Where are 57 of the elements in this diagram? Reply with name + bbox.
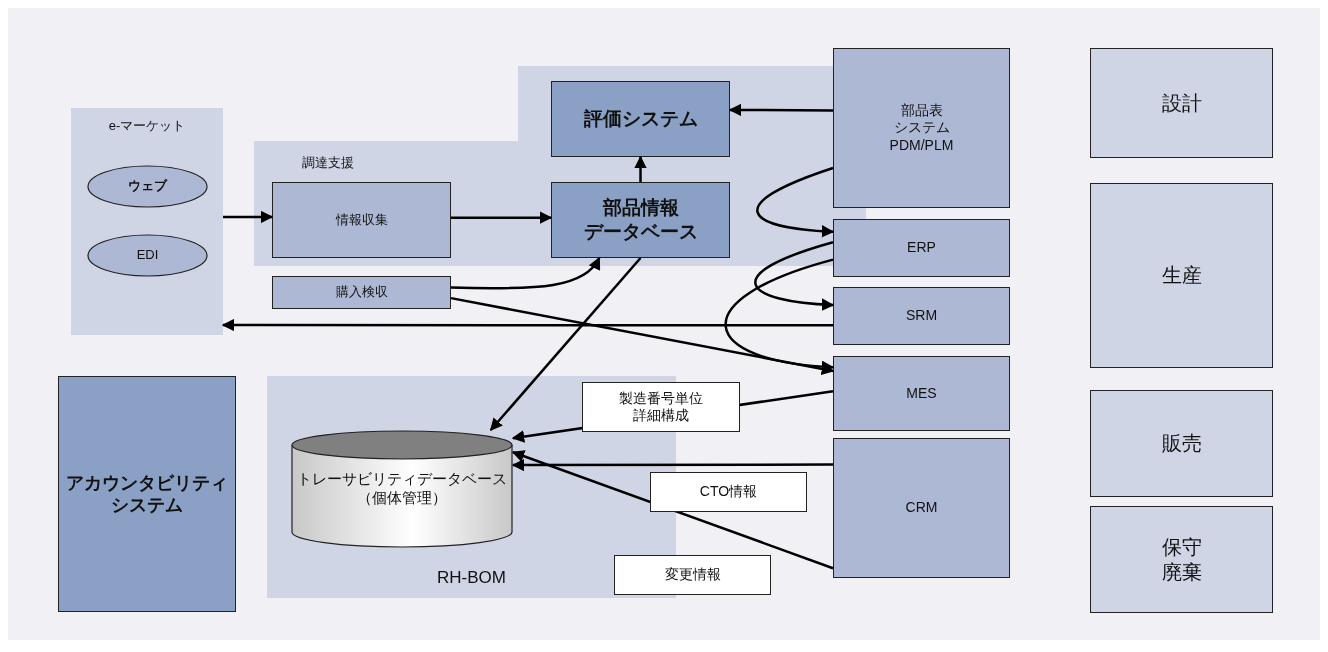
- node-label: データベース: [583, 220, 698, 244]
- node-label: EDI: [136, 247, 159, 264]
- node-label: CRM: [905, 499, 938, 517]
- process-box: [272, 182, 451, 258]
- node-label: 保守廃棄: [1160, 534, 1203, 585]
- arrow: [754, 241, 835, 311]
- arrow: [728, 103, 833, 117]
- node-label: SRM: [905, 307, 938, 325]
- node-label: PDM/PLM: [889, 136, 954, 155]
- system-box: [551, 182, 730, 258]
- process-box: [833, 356, 1010, 431]
- group-label: 調達支援: [302, 154, 354, 172]
- node-label: 設計: [1161, 90, 1202, 116]
- process-box: [833, 438, 1010, 578]
- arrow: [634, 155, 647, 182]
- process-box: [272, 276, 451, 309]
- database-cylinder: [291, 430, 513, 547]
- process-box: [833, 287, 1010, 345]
- system-box: [551, 81, 730, 157]
- node-label: 購入検収: [335, 284, 388, 301]
- node-label: 販売: [1161, 431, 1202, 456]
- node-label: 情報収集: [335, 211, 388, 229]
- node-label: MES: [906, 384, 937, 403]
- process-box: [833, 219, 1010, 277]
- ellipse-node: [87, 234, 208, 277]
- arrow: [450, 256, 601, 290]
- stage-box: [1090, 183, 1273, 368]
- node-label: ERP: [907, 239, 936, 257]
- arrow: [756, 166, 835, 238]
- arrow: [450, 296, 835, 376]
- arrow: [221, 318, 833, 332]
- arrow: [223, 210, 274, 224]
- arrow: [511, 458, 833, 472]
- node-label: トレーサビリティデータベース（個体管理）: [296, 470, 508, 507]
- group-panel: [254, 66, 866, 266]
- node-label: 生産: [1161, 263, 1202, 288]
- node-label: ウェブ: [128, 178, 167, 195]
- arrow: [489, 257, 642, 431]
- node-label: 評価システム: [583, 107, 698, 131]
- edge-label: 製造番号単位詳細構成: [582, 382, 740, 432]
- node-label: システム: [893, 119, 950, 137]
- ellipse-node: [87, 165, 208, 208]
- node-label: 部品表: [900, 101, 943, 120]
- stage-box: [1090, 48, 1273, 158]
- group-label: e-マーケット: [108, 118, 186, 135]
- group-label: RH-BOM: [437, 566, 506, 588]
- group-panel: [71, 108, 223, 335]
- stage-box: [1090, 390, 1273, 497]
- node-label: アカウンタビリティシステム: [65, 471, 229, 517]
- node-label: 部品情報: [602, 196, 679, 220]
- arrow: [511, 450, 834, 570]
- arrow: [451, 211, 553, 224]
- system-box: [58, 376, 236, 612]
- stage-box: [1090, 506, 1273, 613]
- edge-label: 変更情報: [614, 555, 771, 595]
- process-box: [833, 48, 1010, 208]
- edge-label: CTO情報: [650, 472, 807, 512]
